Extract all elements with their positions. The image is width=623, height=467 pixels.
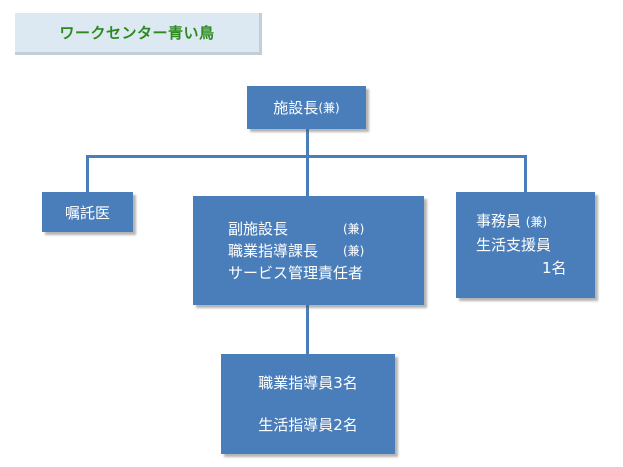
- life-support-title: 生活支援員: [476, 236, 552, 254]
- office-clerk-suffix: (兼): [525, 215, 548, 229]
- director-node: 施設長(兼): [247, 86, 366, 129]
- connector-director-down: [306, 129, 309, 156]
- deputy-row-1: 副施設長 (兼): [193, 218, 424, 240]
- organization-title-box: ワークセンター青い鳥: [15, 13, 262, 55]
- organization-title: ワークセンター青い鳥: [59, 24, 215, 42]
- vocational-chief-suffix: (兼): [343, 243, 365, 258]
- doctor-label: 嘱託医: [64, 203, 110, 222]
- deputy-title: 副施設長: [228, 219, 289, 238]
- office-row-1: 事務員 (兼): [456, 210, 595, 234]
- life-support-count: 1名: [542, 259, 567, 277]
- office-row-3: 1名: [456, 257, 595, 280]
- director-suffix: (兼): [318, 101, 340, 115]
- connector-deputy-to-staff: [306, 305, 309, 354]
- office-clerk-title: 事務員: [476, 212, 522, 230]
- deputy-row-3: サービス管理責任者: [193, 262, 424, 284]
- connector-to-office: [524, 155, 527, 192]
- doctor-node: 嘱託医: [42, 192, 133, 232]
- office-node: 事務員 (兼) 生活支援員 1名: [456, 192, 595, 298]
- deputy-row-2: 職業指導課長 (兼): [193, 240, 424, 262]
- director-label: 施設長: [273, 99, 319, 117]
- vocational-chief-title: 職業指導課長: [228, 241, 319, 260]
- connector-to-deputy: [306, 155, 309, 196]
- vocational-instructors: 職業指導員3名: [258, 374, 358, 392]
- deputy-title-suffix: (兼): [343, 221, 365, 236]
- staff-node: 職業指導員3名 生活指導員2名: [221, 354, 395, 454]
- deputy-node: 副施設長 (兼) 職業指導課長 (兼) サービス管理責任者: [193, 196, 424, 305]
- life-instructors: 生活指導員2名: [258, 416, 358, 434]
- service-manager-title: サービス管理責任者: [228, 263, 364, 282]
- connector-to-doctor: [86, 155, 89, 192]
- office-row-2: 生活支援員: [456, 234, 595, 257]
